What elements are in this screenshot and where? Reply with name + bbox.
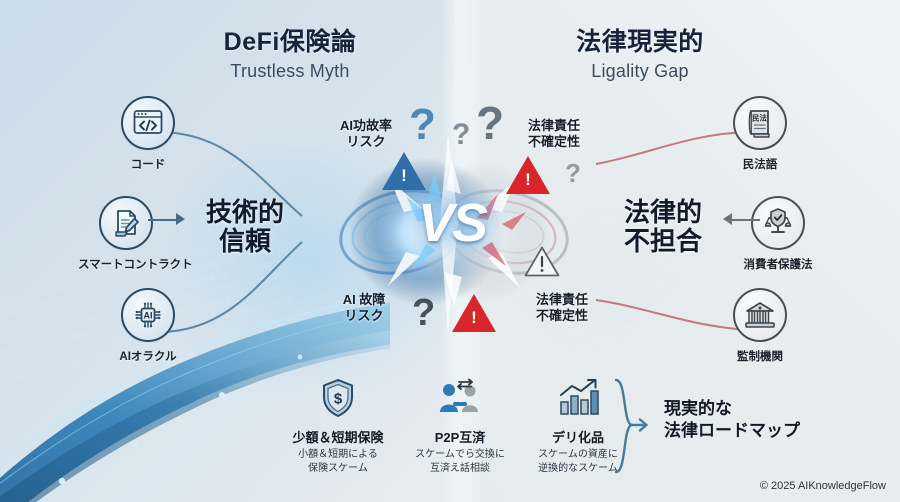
svg-text:AI: AI (144, 310, 153, 320)
node-consumer-protection[interactable]: 消費者保護法 (730, 196, 826, 272)
scales-shield-icon (751, 196, 805, 250)
conclusion-label: 現実的な 法律ロードマップ (664, 398, 884, 442)
right-core-arrow-head (723, 213, 732, 225)
data-stream-ribbon (0, 294, 390, 502)
risk-top-right-label: 法律責任 不確定性 (508, 118, 600, 151)
right-title-block: 法律現実的 Ligality Gap (520, 22, 760, 82)
risk-top-right-line1: 法律責任 (527, 118, 580, 133)
solution-micro-insurance-title: 少額＆短期保険 (292, 430, 384, 445)
right-core-label: 法律的 不担合 (598, 197, 728, 257)
left-core-arrow-head (176, 213, 185, 225)
risk-bottom-left-line2: リスク (344, 308, 384, 324)
risk-top-left-line2: リスク (346, 134, 386, 150)
question-mark-icon-3: ? (476, 97, 505, 149)
question-mark-icon-5: ? (412, 292, 436, 334)
question-mark-icon-4: ? (565, 158, 581, 188)
risk-top-right-line2: 不確定性 (527, 134, 580, 150)
collision-effect: VS (330, 120, 575, 350)
left-core-arrow-line (148, 219, 176, 221)
solution-p2p-sub2: 互済え話相談 (430, 462, 490, 474)
node-smart-contract[interactable]: スマートコントラクト (78, 196, 193, 272)
law-book-icon: 民法 (733, 96, 787, 150)
left-connector-lines (161, 131, 303, 333)
question-mark-icon-2: ? (452, 118, 471, 151)
bank-building-icon (733, 288, 787, 342)
node-smart-contract-label: スマートコントラクト (78, 259, 193, 271)
question-mark-icon-1: ? (409, 100, 436, 149)
left-core-line1: 技術的 (205, 197, 284, 227)
risk-bottom-left-label: AI 故障 リスク (318, 292, 410, 325)
left-core-label: 技術的 信頼 (180, 197, 310, 257)
risk-bottom-right-line1: 法律責任 (535, 292, 588, 307)
solution-derivative-sub1: スケームの資産に (538, 449, 618, 460)
risk-bottom-right-line2: 不確定性 (535, 308, 588, 324)
right-title-jp: 法律現実的 (576, 28, 704, 56)
risk-bottom-left-line1: AI 故障 (342, 292, 386, 307)
node-civil-law-label: 民法語 (742, 159, 778, 171)
people-exchange-icon (440, 378, 478, 412)
solution-derivative-title: デリ化品 (551, 430, 604, 445)
solution-derivative[interactable]: デリ化品 スケームの資産に 逆換的なスケーム (518, 378, 638, 475)
bar-chart-growth-icon (560, 379, 599, 415)
node-code-label: コード (130, 159, 166, 171)
risk-top-left-label: AI功故率 リスク (320, 118, 412, 151)
solution-p2p-sub1: スケームでら交換に (415, 449, 505, 460)
risk-bottom-right-label: 法律責任 不確定性 (516, 292, 608, 325)
shield-dollar-icon: $ (323, 379, 353, 417)
solution-derivative-sub2: 逆換的なスケーム (538, 462, 618, 474)
right-connector-lines (595, 131, 749, 331)
left-core-line2: 信頼 (218, 226, 271, 257)
vs-label: VS (417, 193, 488, 253)
left-title-block: DeFi保険論 Trustless Myth (170, 22, 410, 82)
copyright-credit: © 2025 AIKnowledgeFlow (759, 480, 886, 492)
node-regulator-label: 監制機関 (737, 351, 783, 363)
solution-p2p[interactable]: P2P互済 スケームでら交換に 互済え話相談 (400, 378, 520, 475)
node-code[interactable]: コード (100, 96, 196, 172)
node-consumer-protection-label: 消費者保護法 (743, 259, 813, 271)
grouping-brace (614, 378, 648, 474)
left-title-jp: DeFi保険論 (223, 28, 357, 56)
right-title-en: Ligality Gap (591, 61, 689, 81)
code-window-icon (121, 96, 175, 150)
solution-p2p-title: P2P互済 (434, 430, 486, 445)
svg-text:民法: 民法 (752, 113, 767, 123)
node-ai-oracle[interactable]: AI AIオラクル (100, 288, 196, 364)
conclusion-line2: 法律ロードマップ (664, 421, 800, 441)
right-core-line1: 法律的 (623, 197, 702, 227)
right-core-arrow-line (732, 219, 760, 221)
node-civil-law[interactable]: 民法 民法語 (712, 96, 808, 172)
conclusion-line1: 現実的な (664, 399, 732, 418)
node-ai-oracle-label: AIオラクル (119, 351, 177, 363)
solution-micro-insurance[interactable]: $ 少額＆短期保険 小額＆短期による 保険スケーム (278, 378, 398, 475)
svg-text:$: $ (334, 391, 343, 408)
solution-micro-insurance-sub1: 小額＆短期による (298, 449, 378, 460)
node-regulator[interactable]: 監制機関 (712, 288, 808, 364)
ai-chip-icon: AI (121, 288, 175, 342)
solution-micro-insurance-sub2: 保険スケーム (308, 462, 368, 474)
left-title-en: Trustless Myth (230, 61, 350, 81)
risk-top-left-line1: AI功故率 (339, 118, 392, 133)
document-pen-icon (99, 196, 153, 250)
right-core-line2: 不担合 (623, 226, 702, 257)
